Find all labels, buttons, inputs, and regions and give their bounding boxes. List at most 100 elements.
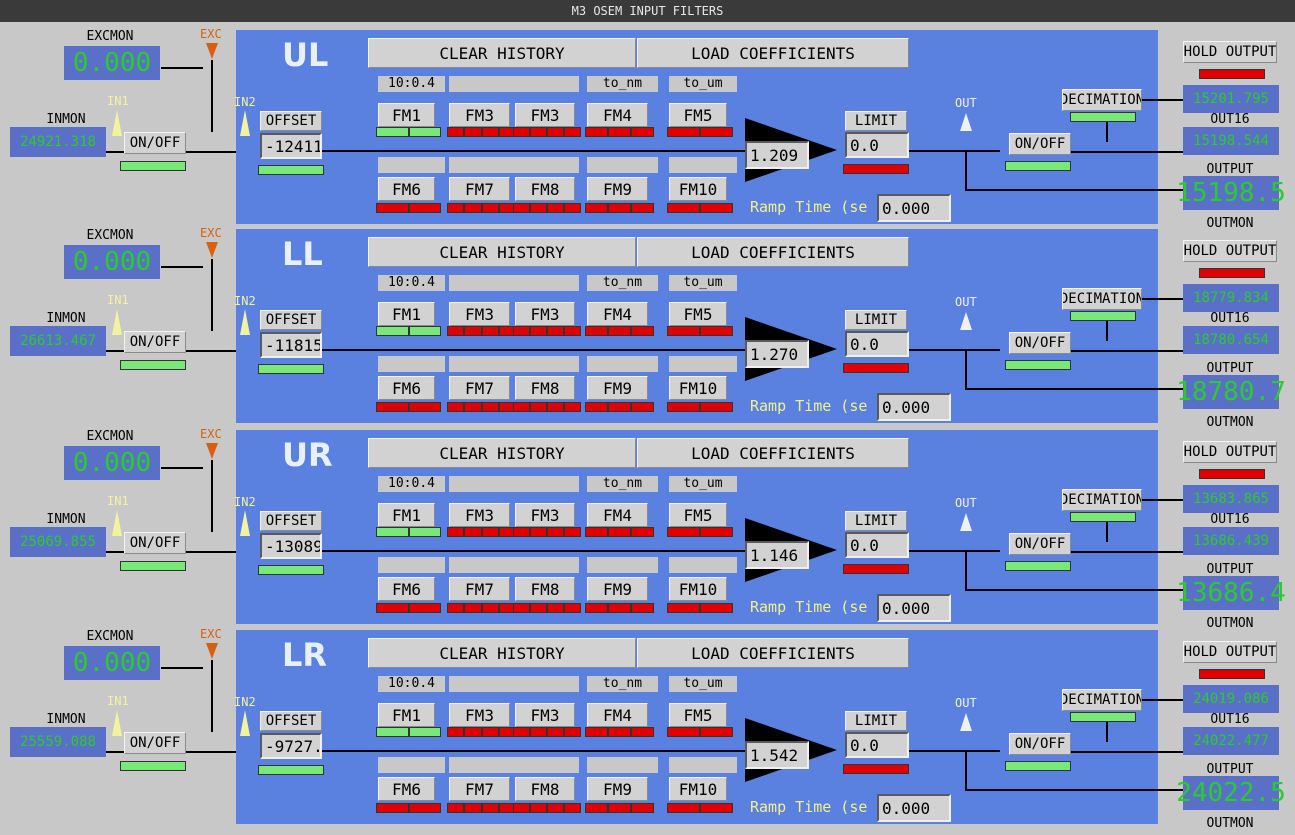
ramp-time-label: Ramp Time (se (750, 798, 868, 816)
fm-button-fm7[interactable]: FM7 (449, 177, 510, 201)
offset-button[interactable]: OFFSET (260, 711, 322, 731)
fm-button-fm5[interactable]: FM5 (669, 703, 727, 727)
hold-output-button[interactable]: HOLD OUTPUT (1183, 240, 1277, 262)
fm-status-indicator (408, 127, 441, 137)
fm-status-indicator (585, 203, 608, 213)
fm-button-fm3[interactable]: FM3 (515, 302, 575, 326)
fm-button-fm10[interactable]: FM10 (669, 376, 727, 400)
fm-button-fm9[interactable]: FM9 (587, 577, 648, 601)
limit-field[interactable]: 0.0 (845, 532, 909, 558)
ramp-time-field[interactable]: 0.000 (877, 594, 951, 622)
fm-button-fm3[interactable]: FM3 (449, 703, 510, 727)
fm-label: 10:0.4 (378, 476, 445, 492)
fm-button-fm8[interactable]: FM8 (515, 376, 575, 400)
fm-button-fm3[interactable]: FM3 (449, 503, 510, 527)
clear-history-button[interactable]: CLEAR HISTORY (368, 438, 636, 468)
decimation-button[interactable]: DECIMATION (1062, 89, 1142, 111)
excmon-label: EXCMON (86, 429, 134, 444)
fm-button-fm3[interactable]: FM3 (515, 103, 575, 127)
fm-button-fm6[interactable]: FM6 (378, 577, 435, 601)
limit-field[interactable]: 0.0 (845, 132, 909, 158)
fm-button-fm4[interactable]: FM4 (587, 703, 648, 727)
fm-button-fm1[interactable]: FM1 (378, 503, 435, 527)
clear-history-button[interactable]: CLEAR HISTORY (368, 38, 636, 68)
hold-output-indicator (1199, 268, 1265, 278)
hold-output-button[interactable]: HOLD OUTPUT (1183, 441, 1277, 463)
fm-button-fm10[interactable]: FM10 (669, 577, 727, 601)
offset-button[interactable]: OFFSET (260, 310, 322, 330)
input-onoff-button[interactable]: ON/OFF (124, 132, 186, 154)
gain-field[interactable]: 1.542 (745, 741, 809, 769)
output-onoff-button[interactable]: ON/OFF (1009, 733, 1071, 755)
ramp-time-field[interactable]: 0.000 (877, 393, 951, 421)
offset-field[interactable]: -12411 (260, 133, 322, 159)
limit-button[interactable]: LIMIT (845, 511, 907, 531)
gain-field[interactable]: 1.270 (745, 340, 809, 368)
fm-button-fm5[interactable]: FM5 (669, 503, 727, 527)
fm-button-fm9[interactable]: FM9 (587, 376, 648, 400)
limit-field[interactable]: 0.0 (845, 331, 909, 357)
fm-button-fm5[interactable]: FM5 (669, 103, 727, 127)
fm-button-fm9[interactable]: FM9 (587, 177, 648, 201)
fm-button-fm3[interactable]: FM3 (449, 103, 510, 127)
fm-button-fm4[interactable]: FM4 (587, 302, 648, 326)
fm-button-fm8[interactable]: FM8 (515, 777, 575, 801)
fm-button-fm8[interactable]: FM8 (515, 177, 575, 201)
fm-button-fm6[interactable]: FM6 (378, 376, 435, 400)
load-coefficients-button[interactable]: LOAD COEFFICIENTS (637, 237, 909, 267)
output-onoff-button[interactable]: ON/OFF (1009, 332, 1071, 354)
clear-history-button[interactable]: CLEAR HISTORY (368, 237, 636, 267)
fm-button-fm1[interactable]: FM1 (378, 103, 435, 127)
input-onoff-button[interactable]: ON/OFF (124, 532, 186, 554)
offset-field[interactable]: -13089 (260, 533, 322, 559)
fm-button-fm10[interactable]: FM10 (669, 777, 727, 801)
fm-button-fm3[interactable]: FM3 (515, 503, 575, 527)
fm-button-fm6[interactable]: FM6 (378, 777, 435, 801)
out-arrow-icon (960, 513, 972, 531)
input-onoff-button[interactable]: ON/OFF (124, 732, 186, 754)
fm-button-fm5[interactable]: FM5 (669, 302, 727, 326)
input-onoff-button[interactable]: ON/OFF (124, 331, 186, 353)
gain-field[interactable]: 1.146 (745, 541, 809, 569)
limit-button[interactable]: LIMIT (845, 711, 907, 731)
ramp-time-field[interactable]: 0.000 (877, 794, 951, 822)
decimation-button[interactable]: DECIMATION (1062, 288, 1142, 310)
hold-output-button[interactable]: HOLD OUTPUT (1183, 41, 1277, 63)
load-coefficients-button[interactable]: LOAD COEFFICIENTS (637, 438, 909, 468)
output-onoff-button[interactable]: ON/OFF (1009, 133, 1071, 155)
limit-field[interactable]: 0.0 (845, 732, 909, 758)
fm-button-fm7[interactable]: FM7 (449, 577, 510, 601)
decimation-button[interactable]: DECIMATION (1062, 489, 1142, 511)
limit-button[interactable]: LIMIT (845, 310, 907, 330)
fm-button-fm8[interactable]: FM8 (515, 577, 575, 601)
offset-field[interactable]: -11815 (260, 332, 322, 358)
fm-button-fm7[interactable]: FM7 (449, 777, 510, 801)
fm-button-fm4[interactable]: FM4 (587, 103, 648, 127)
fm-status-indicator (608, 603, 631, 613)
gain-field[interactable]: 1.209 (745, 141, 809, 169)
hold-output-button[interactable]: HOLD OUTPUT (1183, 641, 1277, 663)
excmon-wire (161, 467, 203, 469)
fm-button-fm3[interactable]: FM3 (449, 302, 510, 326)
fm-button-fm7[interactable]: FM7 (449, 376, 510, 400)
fm-button-fm6[interactable]: FM6 (378, 177, 435, 201)
decimation-button[interactable]: DECIMATION (1062, 689, 1142, 711)
output-onoff-button[interactable]: ON/OFF (1009, 533, 1071, 555)
offset-field[interactable]: -9727. (260, 733, 322, 759)
fm-button-fm4[interactable]: FM4 (587, 503, 648, 527)
fm-status-indicator (447, 803, 465, 813)
load-coefficients-button[interactable]: LOAD COEFFICIENTS (637, 38, 909, 68)
offset-button[interactable]: OFFSET (260, 111, 322, 131)
fm-button-fm1[interactable]: FM1 (378, 302, 435, 326)
fm-button-fm1[interactable]: FM1 (378, 703, 435, 727)
output-label: OUTPUT (1206, 361, 1254, 376)
fm-button-fm3[interactable]: FM3 (515, 703, 575, 727)
fm-status-indicator (376, 326, 409, 336)
offset-button[interactable]: OFFSET (260, 511, 322, 531)
fm-button-fm9[interactable]: FM9 (587, 777, 648, 801)
clear-history-button[interactable]: CLEAR HISTORY (368, 638, 636, 668)
ramp-time-field[interactable]: 0.000 (877, 194, 951, 222)
load-coefficients-button[interactable]: LOAD COEFFICIENTS (637, 638, 909, 668)
fm-button-fm10[interactable]: FM10 (669, 177, 727, 201)
limit-button[interactable]: LIMIT (845, 111, 907, 131)
